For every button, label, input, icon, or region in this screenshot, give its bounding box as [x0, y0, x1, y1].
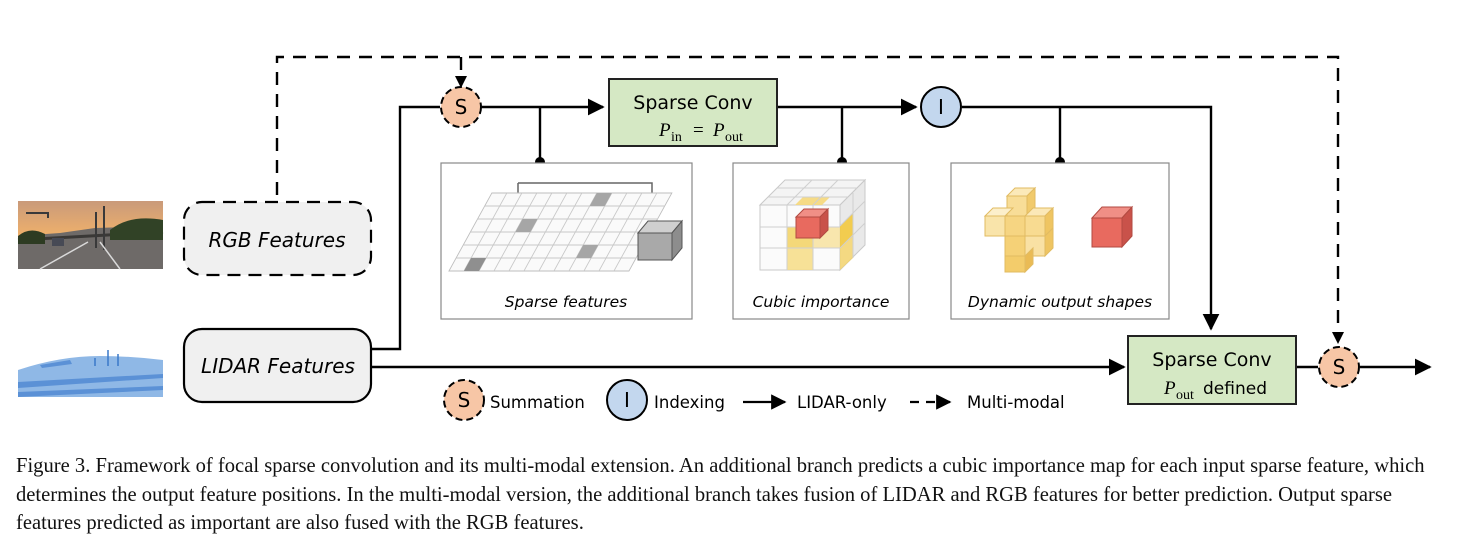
rgb-features-label: RGB Features — [208, 228, 345, 252]
conv-title-bottom: Sparse Conv — [1152, 349, 1271, 371]
p-out-bottom-sub: out — [1176, 388, 1194, 403]
legend-multimodal-label: Multi-modal — [967, 393, 1065, 412]
lidar-only-path — [372, 98, 1432, 376]
importance-cube — [758, 178, 867, 272]
dynamic-red-cube — [1090, 205, 1134, 249]
legend-index-symbol: I — [624, 388, 630, 412]
rgb-features-box: RGB Features — [182, 200, 373, 277]
rgb-camera-image — [17, 201, 164, 270]
legend-indexing-label: Indexing — [654, 393, 725, 412]
panel-sparse-features: Sparse features — [440, 162, 693, 320]
lidar-features-label: LIDAR Features — [201, 354, 355, 378]
figure-caption: Figure 3. Framework of focal sparse conv… — [16, 455, 1425, 534]
multimodal-dashed-path — [275, 55, 1340, 334]
sum-symbol-2: S — [1333, 355, 1346, 379]
p-out: P — [712, 120, 725, 141]
summation-node-output: S — [1318, 346, 1360, 388]
indexing-node: I — [920, 86, 962, 128]
sparse-output-cube — [636, 219, 684, 262]
lidar-features-box: LIDAR Features — [182, 327, 373, 404]
framework-diagram: S Sparse Conv P in = P out I — [17, 55, 1432, 421]
p-out-bottom: P — [1163, 378, 1176, 399]
panel-dynamic-output-shapes: Dynamic output shapes — [950, 162, 1170, 320]
p-out-sub: out — [725, 130, 743, 145]
sparse-conv-top: Sparse Conv P in = P out — [608, 78, 778, 147]
lidar-point-cloud-image — [18, 329, 163, 397]
panel-caption-1: Sparse features — [505, 293, 627, 311]
legend-summation-label: Summation — [490, 393, 585, 412]
conv-title: Sparse Conv — [633, 92, 752, 114]
p-in: P — [658, 120, 671, 141]
defined-label: defined — [1203, 379, 1267, 399]
panel-caption-2: Cubic importance — [753, 293, 890, 311]
legend-lidar-only-label: LIDAR-only — [797, 393, 887, 412]
summation-node-top: S — [440, 86, 482, 128]
dashed-arrowhead-sum1 — [455, 76, 467, 88]
legend-sum-symbol: S — [458, 388, 471, 412]
legend: S Summation I Indexing LIDAR-only Multi-… — [443, 379, 1065, 421]
index-symbol: I — [938, 95, 944, 119]
panel-cubic-importance: Cubic importance — [732, 162, 910, 320]
dynamic-shape-cluster — [983, 186, 1055, 274]
panel-caption-3: Dynamic output shapes — [968, 293, 1152, 311]
sum-symbol: S — [455, 95, 468, 119]
equals-sign: = — [693, 120, 704, 141]
sparse-grid — [448, 192, 673, 272]
p-in-sub: in — [671, 130, 682, 145]
sparse-conv-bottom: Sparse Conv P out defined — [1127, 335, 1297, 405]
dashed-arrowhead-sum2 — [1332, 332, 1344, 344]
